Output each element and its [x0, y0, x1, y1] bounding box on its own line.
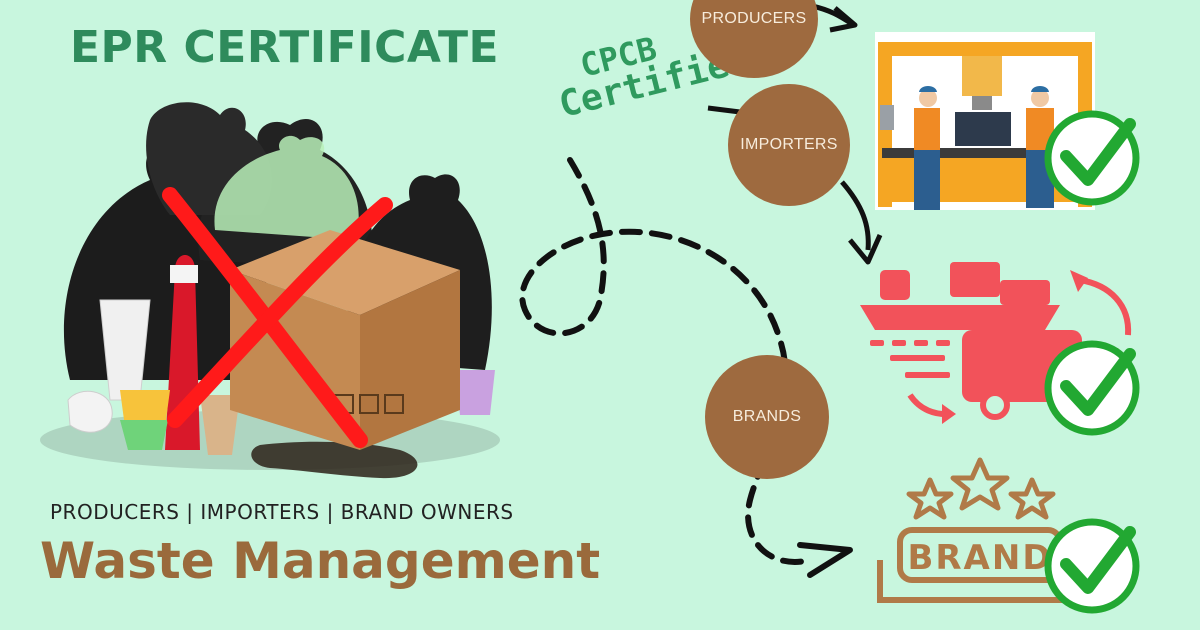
- importers-label: IMPORTERS: [740, 136, 838, 153]
- checkmark-icon: [1044, 110, 1140, 206]
- red-cross-icon: [162, 187, 393, 448]
- dashed-loop-path: [519, 157, 853, 578]
- brands-label: BRANDS: [732, 408, 802, 425]
- checkmark-icon: [1044, 340, 1140, 436]
- page-title: EPR CERTIFICATE: [70, 22, 500, 73]
- waste-management-headline: Waste Management: [40, 532, 601, 590]
- brand-stars-icon: BRAND: [877, 457, 1073, 603]
- flow-arrows: [707, 3, 883, 265]
- factory-workers-icon: [875, 32, 1095, 210]
- audience-subtitle: PRODUCERS | IMPORTERS | BRAND OWNERS: [50, 500, 514, 524]
- delivery-truck-icon: [860, 262, 1135, 424]
- producers-label: PRODUCERS: [701, 10, 807, 27]
- brands-circle: BRANDS: [705, 355, 829, 479]
- checkmark-icon: [1044, 518, 1140, 614]
- brand-sign-text: BRAND: [907, 538, 1052, 578]
- importers-circle: IMPORTERS: [728, 84, 850, 206]
